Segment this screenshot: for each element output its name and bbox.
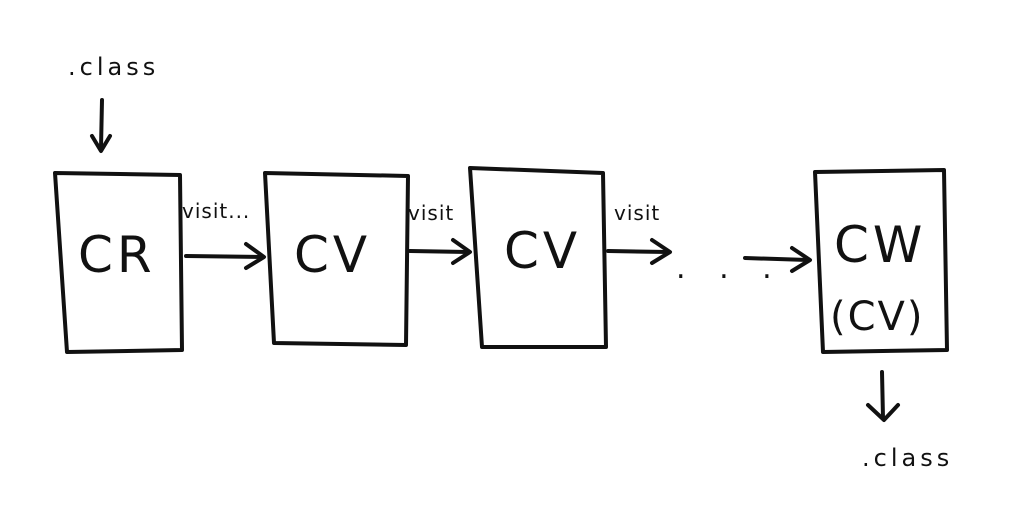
edge-arrow-shaft-3 xyxy=(606,249,670,254)
node-label-cw: CW xyxy=(834,216,926,274)
output-class-label: .class xyxy=(862,444,953,472)
ellipsis: . . . xyxy=(676,251,784,286)
node-box-cr xyxy=(53,171,184,354)
edge-arrow-head-2 xyxy=(451,238,472,265)
edge-arrow-head-3 xyxy=(650,238,672,265)
node-box-cv-1 xyxy=(263,171,410,347)
node-label-cr: CR xyxy=(78,226,156,284)
output-arrow-head xyxy=(866,403,900,422)
input-arrow-shaft xyxy=(99,98,104,150)
edge-arrow-shaft-1 xyxy=(184,254,264,259)
edge-label-2: visit xyxy=(408,201,454,225)
input-arrow-head xyxy=(90,134,112,153)
node-sublabel-cw: (CV) xyxy=(830,294,925,340)
output-arrow-shaft xyxy=(880,370,885,420)
edge-arrow-shaft-4 xyxy=(743,256,810,262)
node-label-cv-2: CV xyxy=(504,222,581,280)
node-label-cv-1: CV xyxy=(294,226,371,284)
edge-arrow-head-1 xyxy=(244,242,266,270)
edge-label-3: visit xyxy=(614,201,660,225)
node-box-cv-2 xyxy=(468,166,608,349)
edge-label-1: visit... xyxy=(182,199,250,223)
edge-arrow-head-4 xyxy=(790,246,812,273)
node-box-cw xyxy=(813,168,949,354)
edge-arrow-shaft-2 xyxy=(408,249,470,254)
input-class-label: .class xyxy=(68,53,159,81)
